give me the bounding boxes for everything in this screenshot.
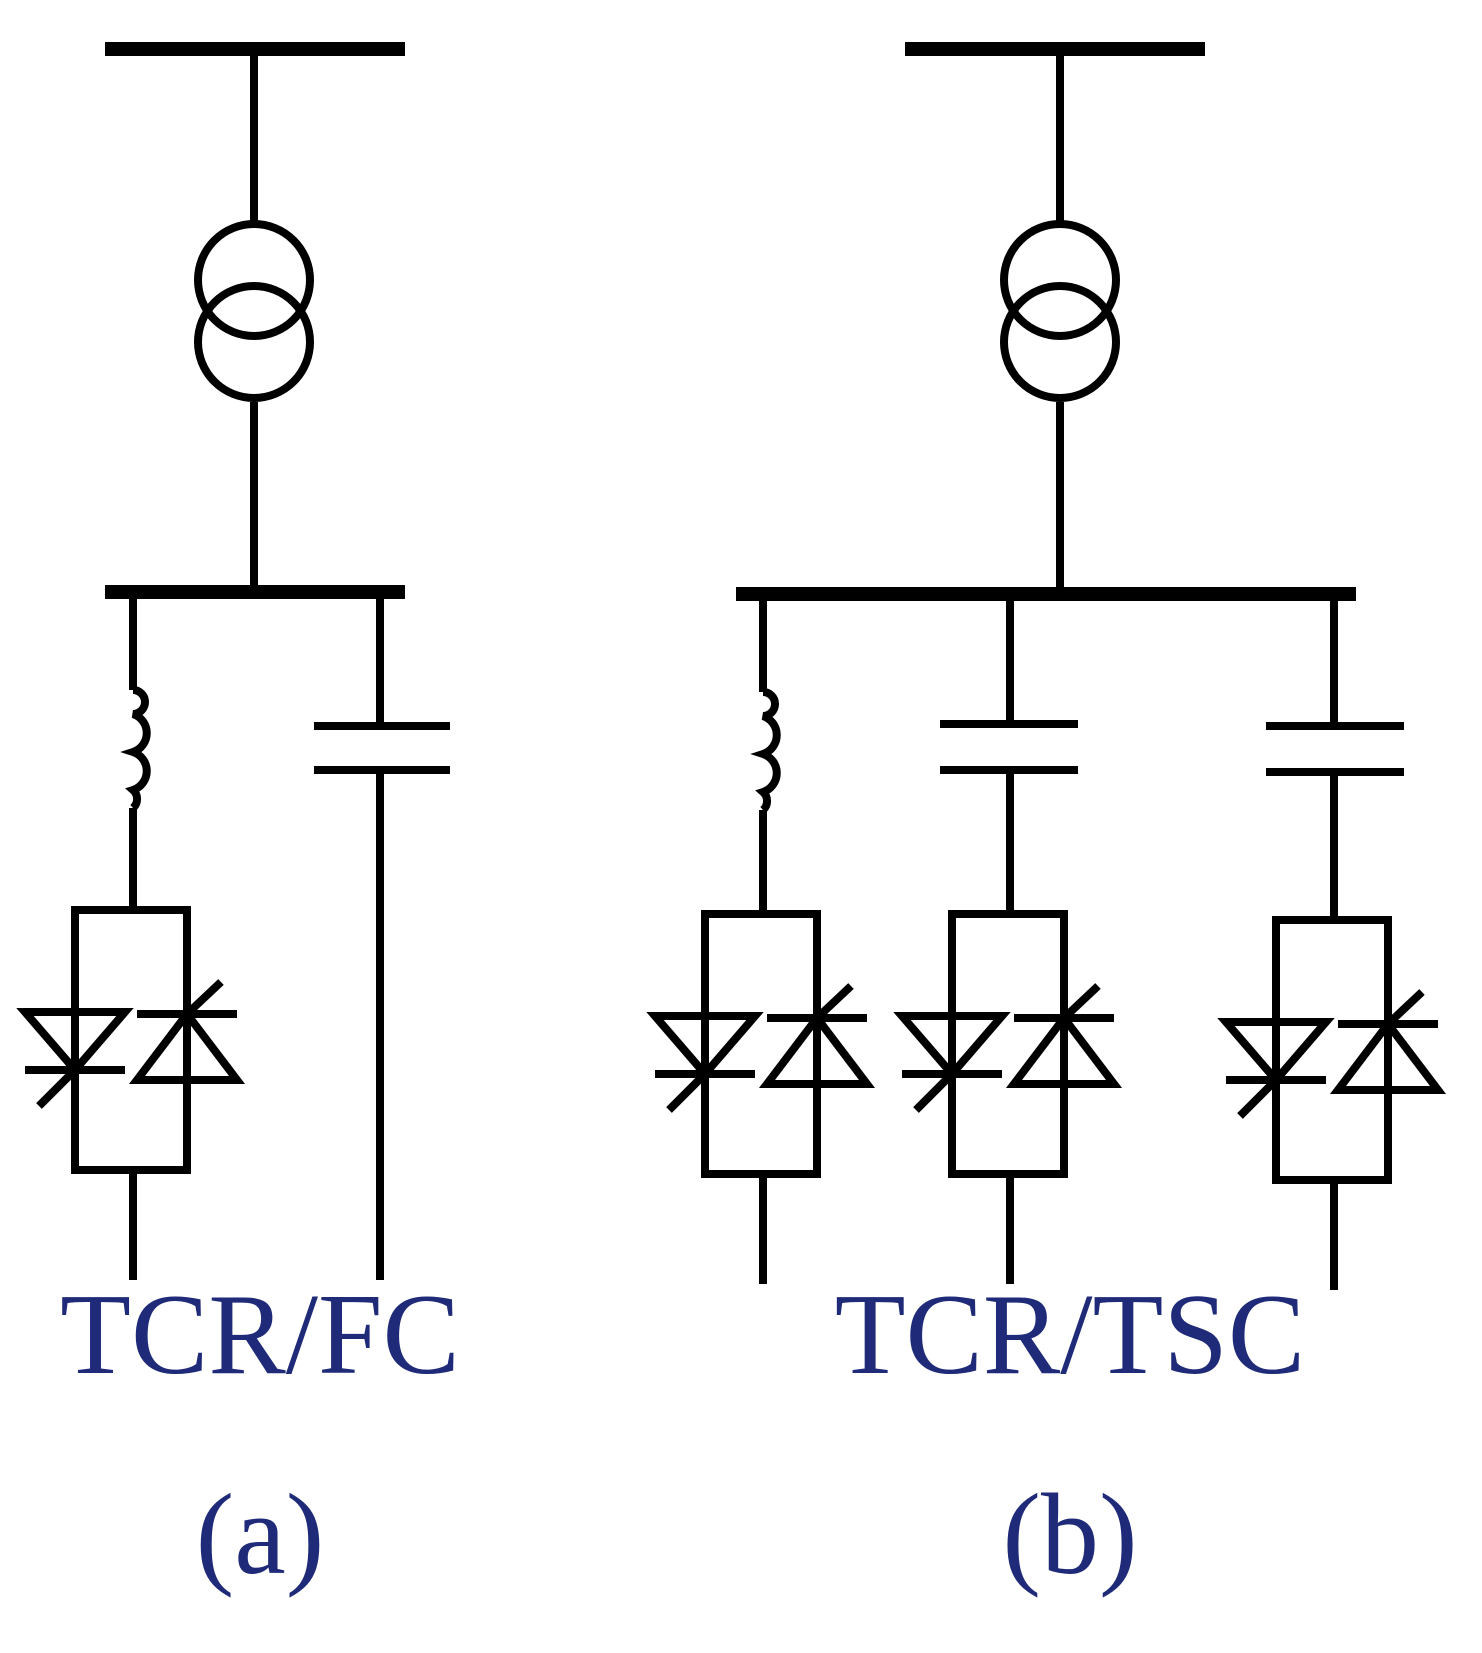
panel-a-caption: (a) [195, 1471, 325, 1599]
panel-a-circuit [25, 42, 450, 1280]
panel-a-title: TCR/FC [60, 1271, 460, 1399]
panel-b-title: TCR/TSC [834, 1271, 1306, 1399]
panel-a: TCR/FC (a) [60, 0, 460, 1653]
panel-b-circuit [655, 42, 1438, 1290]
panel-b: TCR/TSC (b) [770, 0, 1370, 1653]
panel-b-caption: (b) [1002, 1471, 1138, 1599]
